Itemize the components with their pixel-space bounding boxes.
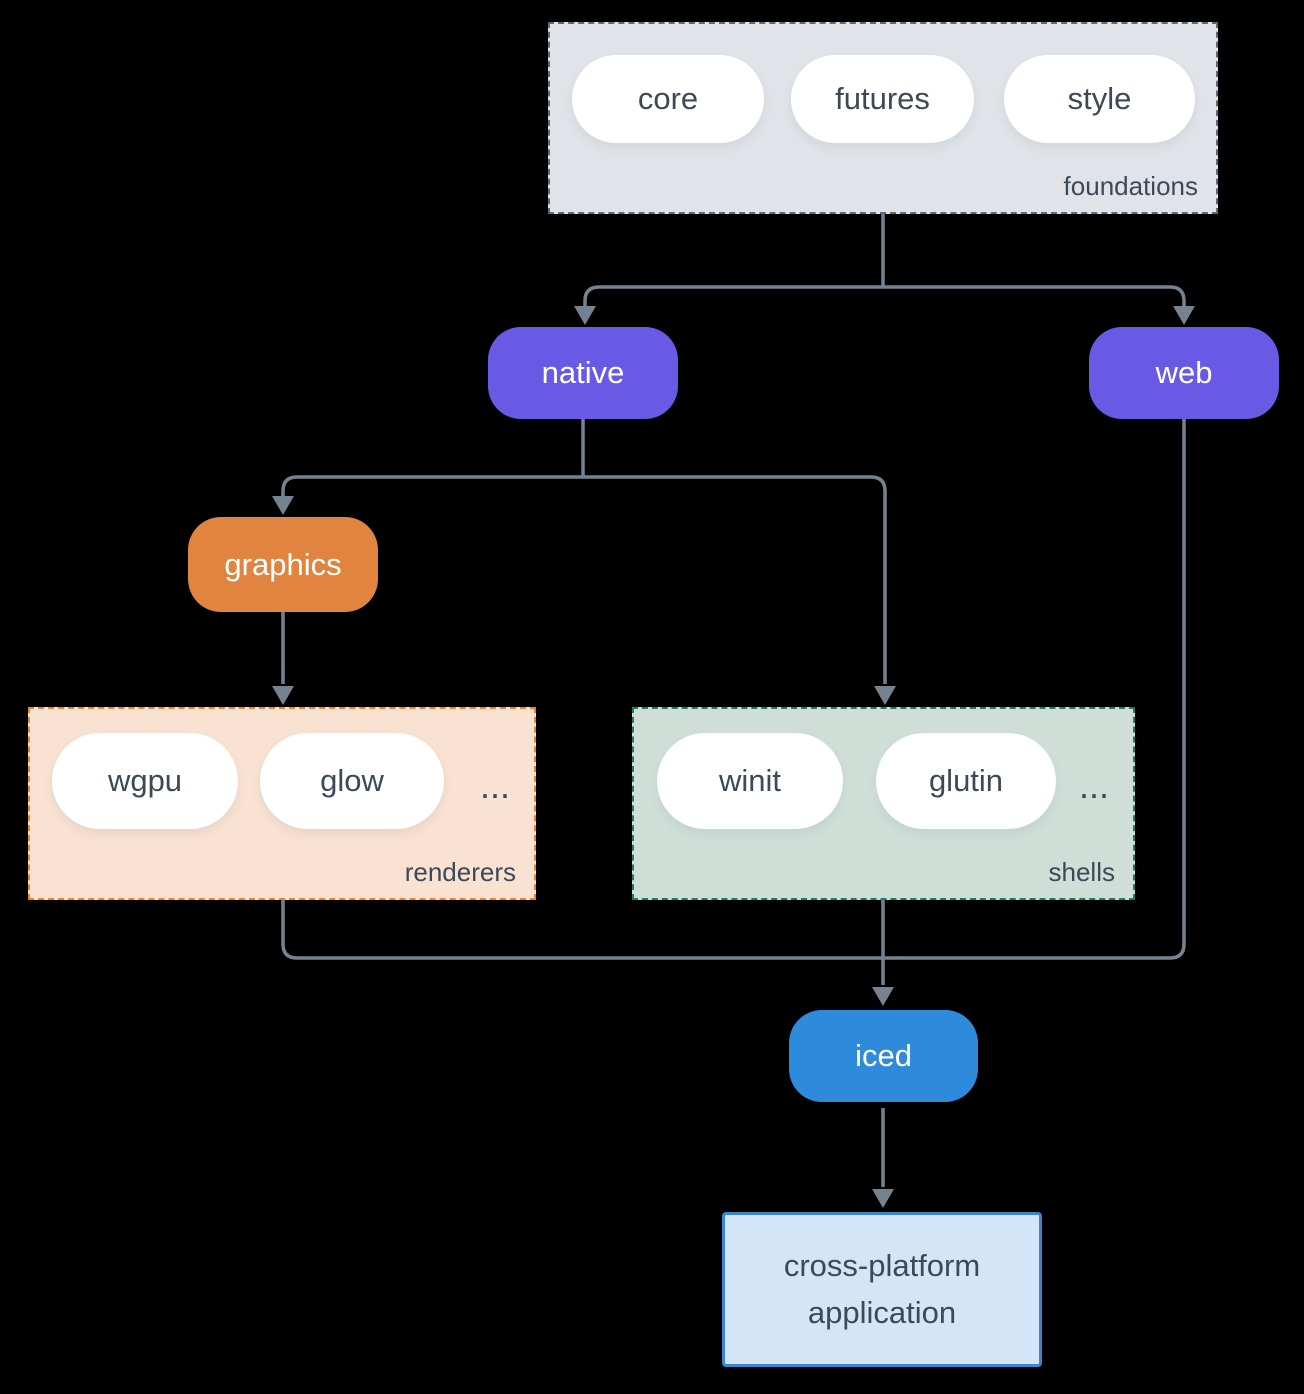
arrowhead-web <box>1173 306 1195 325</box>
renderers-label: renderers <box>404 857 516 887</box>
edge-web-down <box>1169 419 1186 960</box>
cross-platform-application-box: cross-platform application <box>722 1212 1042 1367</box>
node-wgpu: wgpu <box>52 733 238 829</box>
foundations-group: core futures style foundations <box>548 22 1218 214</box>
node-native: native <box>488 327 678 419</box>
renderers-group: wgpu glow ... renderers <box>28 707 536 900</box>
edge-merge-horizontal <box>281 900 1170 960</box>
node-core: core <box>572 55 764 143</box>
node-glow: glow <box>260 733 444 829</box>
app-label-line2: application <box>807 1294 957 1330</box>
node-graphics: graphics <box>188 517 378 612</box>
arrowhead-renderers <box>272 686 294 705</box>
node-winit: winit <box>657 733 843 829</box>
arrowhead-shells <box>874 686 896 705</box>
node-iced: iced <box>789 1010 978 1102</box>
app-label-line1: cross-platform <box>783 1248 981 1283</box>
shells-ellipsis: ... <box>1078 765 1109 806</box>
shells-label: shells <box>1048 857 1115 887</box>
edge-foundations-split <box>583 214 1186 306</box>
arrowhead-iced <box>872 987 894 1006</box>
edge-native-split <box>281 419 887 684</box>
arrowhead-graphics <box>272 496 294 515</box>
node-glutin: glutin <box>876 733 1056 829</box>
node-web: web <box>1089 327 1279 419</box>
node-style: style <box>1004 55 1195 143</box>
node-futures: futures <box>791 55 974 143</box>
arrowhead-native <box>574 306 596 325</box>
foundations-label: foundations <box>1063 171 1198 201</box>
shells-group: winit glutin ... shells <box>632 707 1135 900</box>
arrowhead-app <box>872 1189 894 1208</box>
renderers-ellipsis: ... <box>479 765 510 806</box>
